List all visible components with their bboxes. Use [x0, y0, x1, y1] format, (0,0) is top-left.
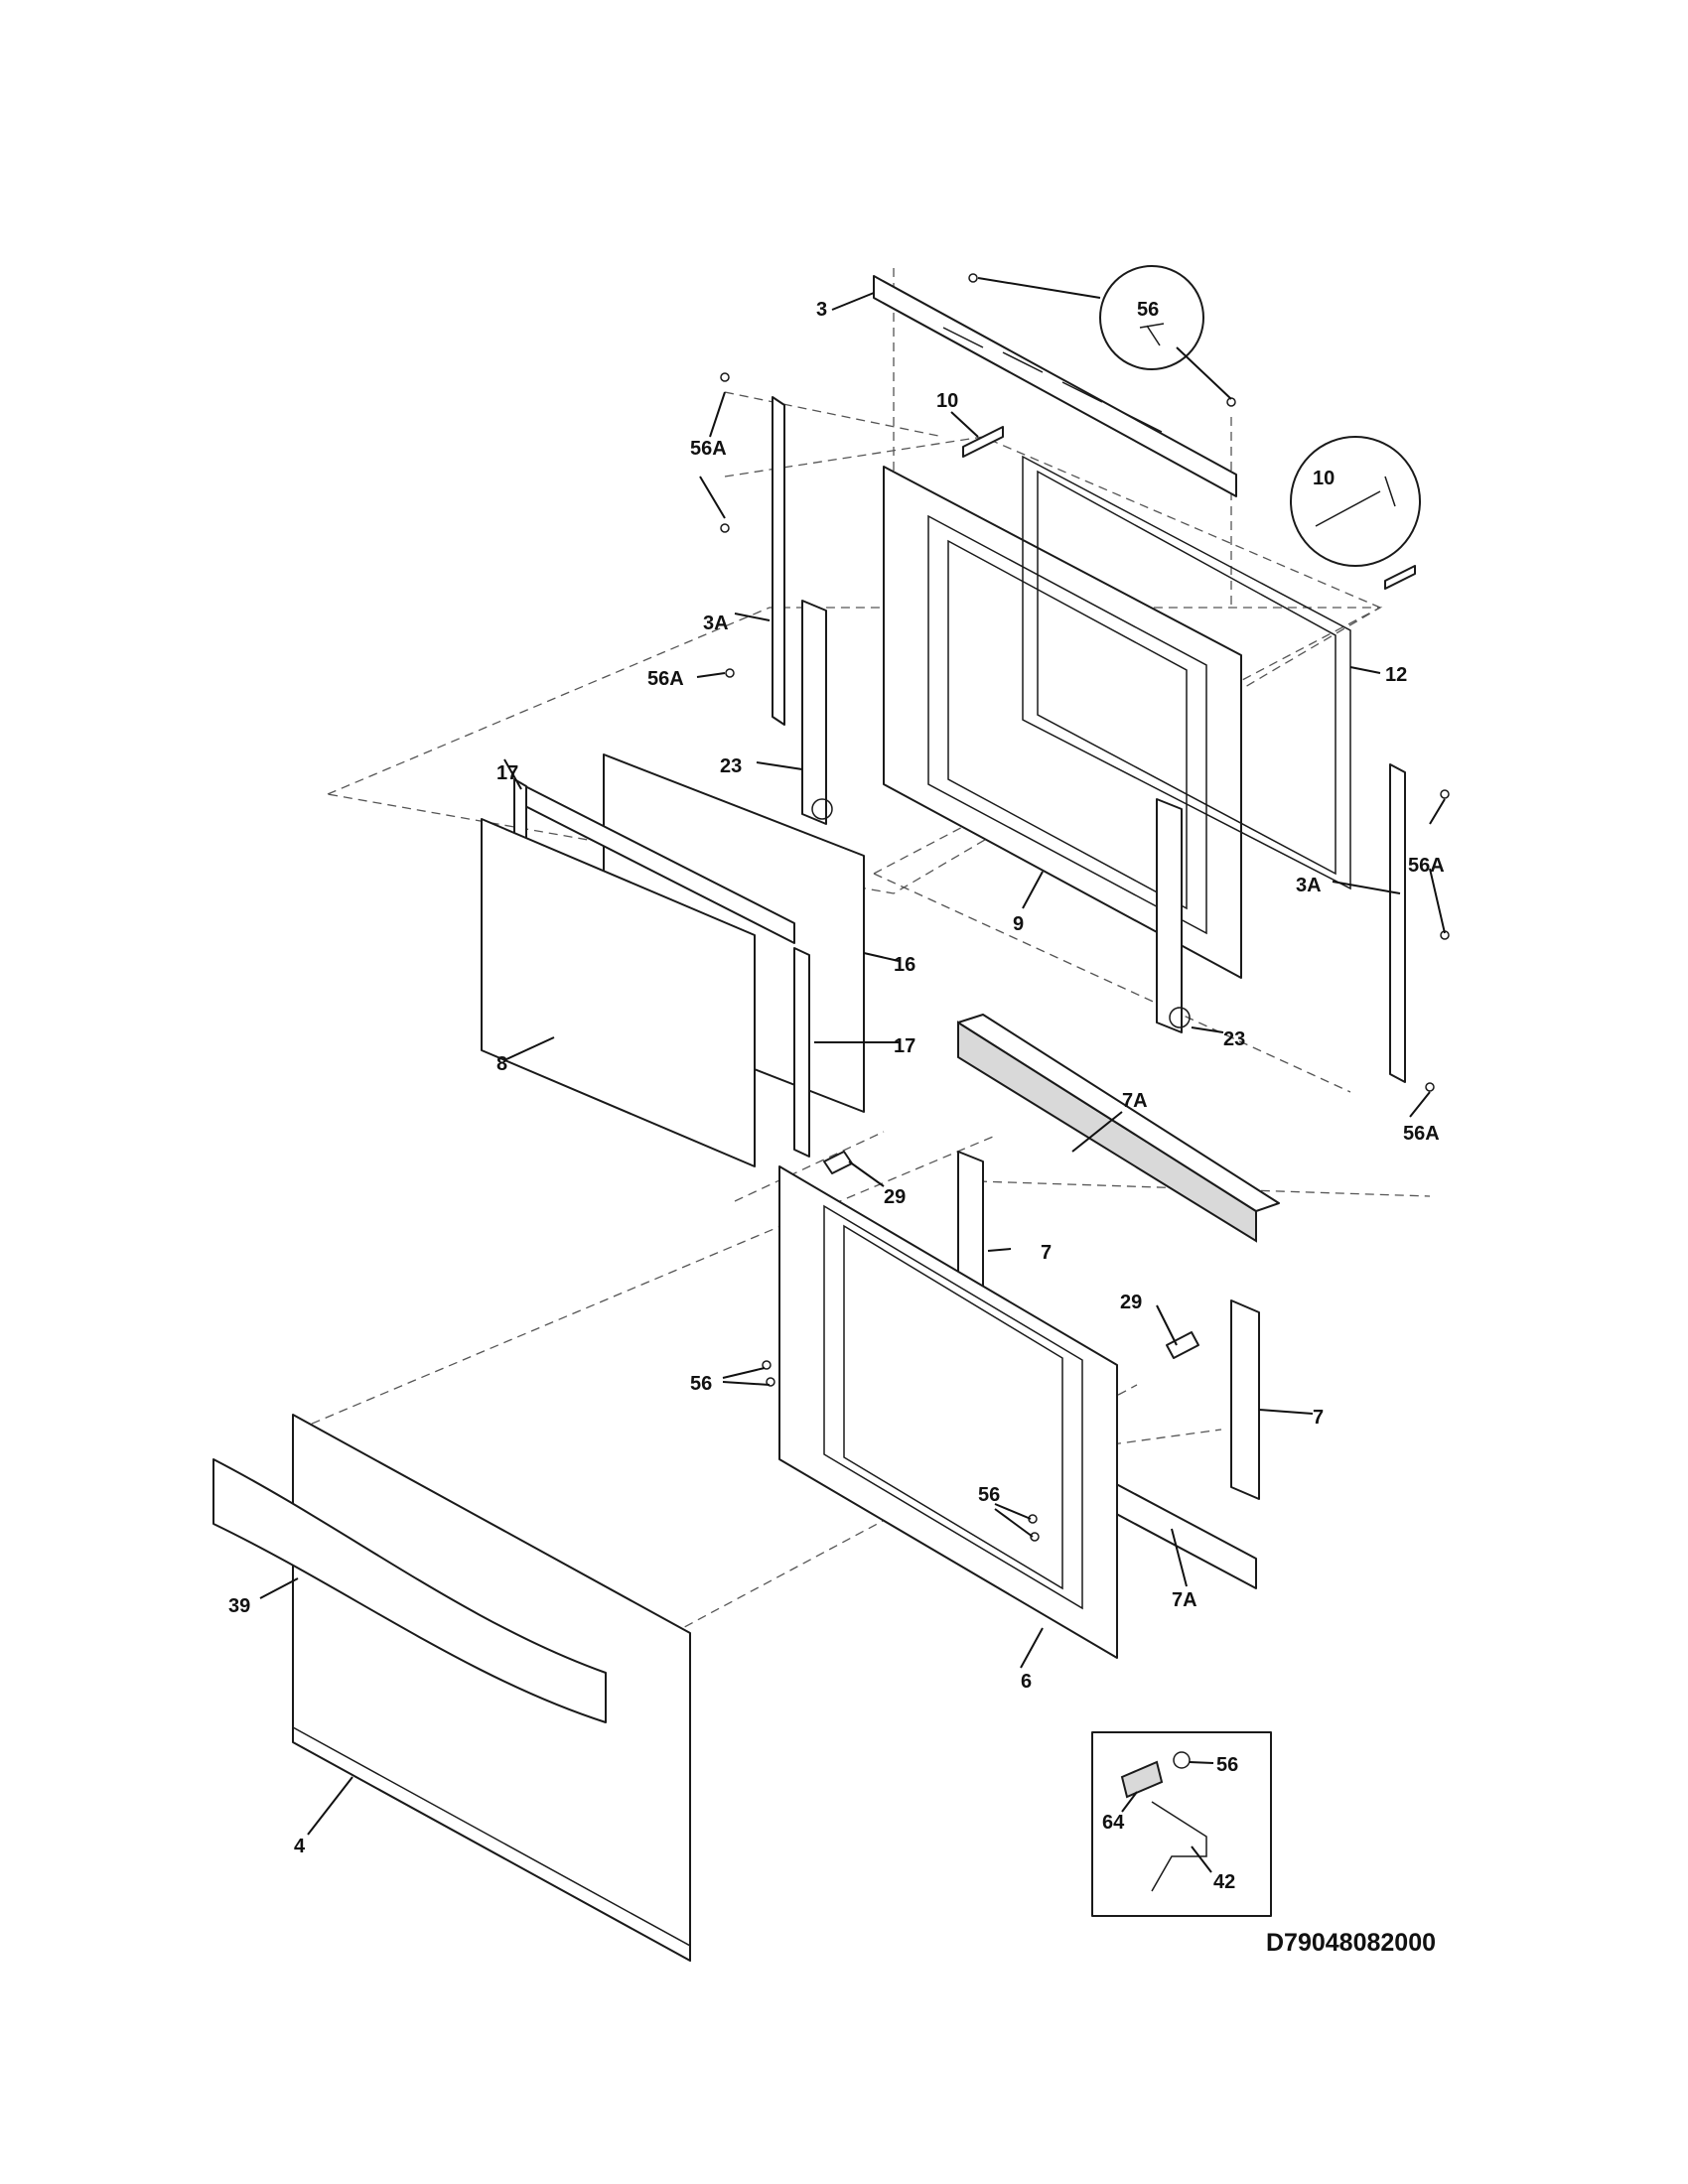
outer-door-panel-part-4 — [292, 1414, 691, 1963]
label-3: 3 — [816, 299, 827, 321]
label-64: 64 — [1102, 1812, 1125, 1834]
label-56-inset: 56 — [1216, 1754, 1238, 1776]
label-39: 39 — [228, 1595, 250, 1617]
label-56a-3: 56A — [1408, 855, 1445, 877]
label-23-b: 23 — [1223, 1028, 1245, 1050]
side-trim-right-part-3a — [1389, 763, 1406, 1083]
label-29-a: 29 — [884, 1186, 906, 1208]
label-56-top: 56 — [1137, 299, 1159, 321]
pin-part-29 — [823, 1151, 1199, 1359]
label-7a-a: 7A — [1122, 1090, 1148, 1112]
top-trim-part-3 — [873, 275, 1237, 497]
diagram-code: D79048082000 — [1266, 1929, 1436, 1957]
label-8: 8 — [496, 1053, 507, 1075]
screw-detail-callout — [1099, 265, 1204, 370]
label-9: 9 — [1013, 913, 1024, 935]
label-12: 12 — [1385, 664, 1407, 686]
hinge-left-part-23 — [801, 600, 833, 825]
label-3a-1: 3A — [703, 613, 729, 634]
bolt-detail-callout — [1290, 436, 1421, 567]
label-7-a: 7 — [1041, 1242, 1052, 1264]
insulation-top-part-7a — [957, 1014, 1280, 1243]
insulation-right-part-7 — [1230, 1299, 1260, 1500]
label-17-a: 17 — [496, 762, 518, 784]
part-labels: 3 56 56A 10 10 3A 56A 12 17 23 9 56A 3A … — [228, 299, 1445, 1893]
label-56a-4: 56A — [1403, 1123, 1440, 1145]
inner-door-frame-part-9 — [883, 466, 1242, 979]
leader-lines — [259, 277, 1446, 1873]
hinge-right-part-23 — [1156, 798, 1191, 1033]
label-29-b: 29 — [1120, 1292, 1142, 1313]
label-16: 16 — [894, 954, 915, 976]
label-10-a: 10 — [936, 390, 958, 412]
label-10-b: 10 — [1313, 468, 1335, 489]
label-56-mid: 56 — [690, 1373, 712, 1395]
glass-retainer-side-part-17 — [793, 947, 810, 1158]
label-7-b: 7 — [1313, 1407, 1324, 1429]
label-56a-1: 56A — [690, 438, 727, 460]
label-3a-2: 3A — [1296, 875, 1322, 896]
inner-door-part-6 — [778, 1165, 1118, 1659]
label-23-a: 23 — [720, 755, 742, 777]
label-6: 6 — [1021, 1671, 1032, 1693]
side-trim-left-part-3a — [772, 396, 785, 726]
label-42: 42 — [1213, 1871, 1235, 1893]
door-handle-part-39 — [212, 1458, 607, 1723]
label-56a-2: 56A — [647, 668, 684, 690]
inner-glass-part-8 — [481, 818, 756, 1167]
inset-detail-box — [1091, 1731, 1272, 1917]
label-4: 4 — [294, 1836, 306, 1857]
label-7a-b: 7A — [1172, 1589, 1197, 1611]
door-gasket-part-12 — [1022, 455, 1351, 890]
label-56-low: 56 — [978, 1484, 1000, 1506]
label-17-b: 17 — [894, 1035, 915, 1057]
